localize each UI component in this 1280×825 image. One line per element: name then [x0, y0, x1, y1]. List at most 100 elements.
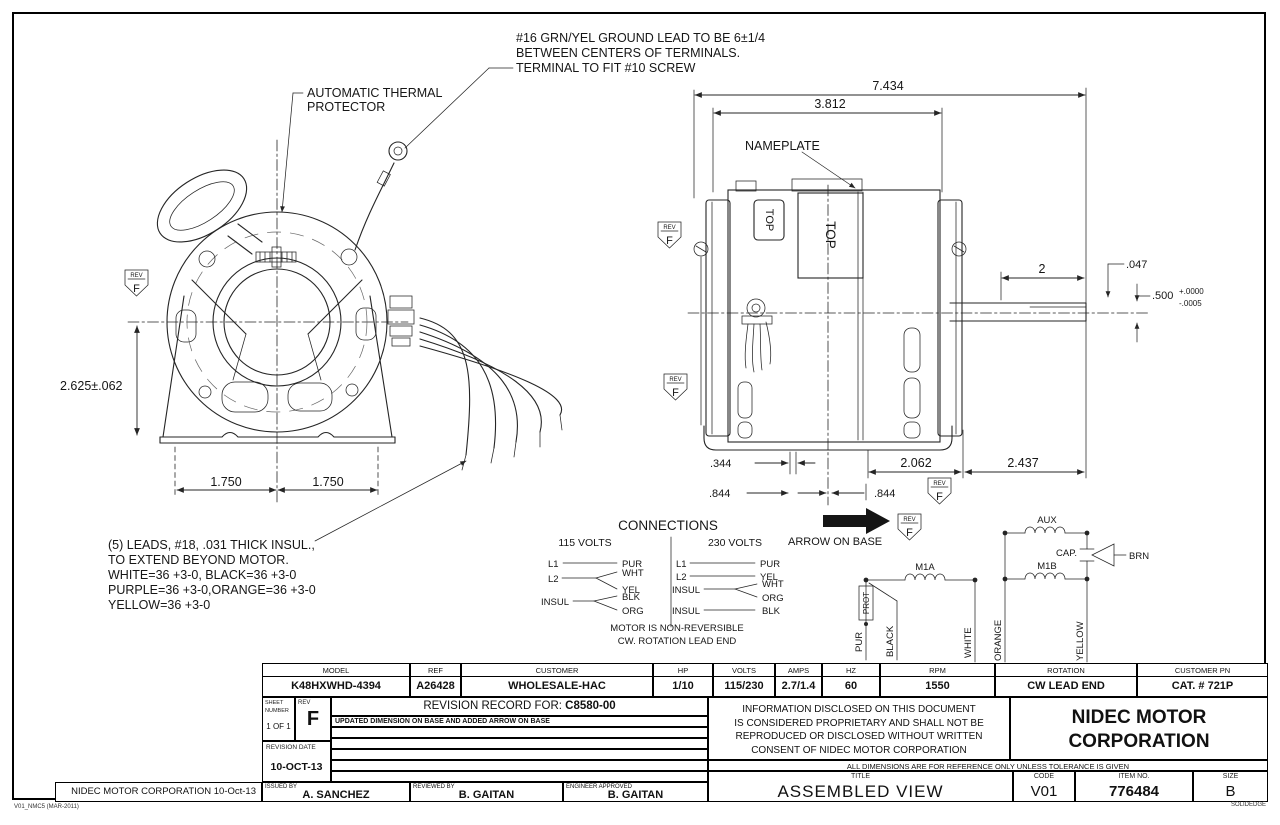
leads-note-line4: PURPLE=36 +3-0,ORANGE=36 +3-0 — [108, 583, 316, 597]
conn-230-insul1: INSUL — [672, 585, 700, 596]
motor-side-view: TOP TOP — [687, 178, 1151, 506]
revision-empty-row — [331, 749, 708, 760]
dim-hole-left: .844 — [709, 488, 730, 500]
company-name-line2: CORPORATION — [1068, 731, 1210, 752]
ground-note-line2: BETWEEN CENTERS OF TERMINALS. — [516, 46, 740, 60]
dim-base-offset: .344 — [710, 458, 731, 470]
conn-230-blk: BLK — [762, 606, 781, 617]
spec-value: CAT. # 721P — [1171, 680, 1234, 692]
schematic-lead-black: BLACK — [885, 625, 896, 657]
spec-label: HP — [654, 664, 712, 677]
side-lead-cluster — [741, 298, 773, 373]
revision-date-value: 10-OCT-13 — [270, 761, 323, 773]
conn-115-pur: PUR — [622, 559, 642, 570]
rev-flag-small-label: REV — [130, 273, 142, 279]
revision-empty-row — [331, 760, 708, 771]
reviewed-by-label: REVIEWED BY — [413, 784, 455, 790]
spec-label: ROTATION — [996, 664, 1136, 677]
rev-value: F — [306, 708, 320, 730]
dim-flat-depth: .047 — [1126, 259, 1147, 271]
rev-flag-letter: F — [666, 235, 673, 247]
issued-by-box: ISSUED BY A. SANCHEZ — [262, 782, 410, 802]
revision-record-header: REVISION RECORD FOR: C8580-00 — [331, 697, 708, 716]
proprietary-line: CONSENT OF NIDEC MOTOR CORPORATION — [751, 744, 967, 756]
footer-company-box: NIDEC MOTOR CORPORATION 10-Oct-13 — [55, 782, 262, 802]
conn-115-blk: BLK — [622, 592, 641, 603]
sheet-number-label: SHEET NUMBER — [265, 700, 289, 714]
conn-230-org: ORG — [762, 593, 784, 604]
dim-shell-length: 3.812 — [814, 97, 845, 111]
form-code-note: V01_NMC5 (MAR-2011) — [14, 804, 79, 810]
rev-flag-side-lower: REV F — [663, 373, 688, 401]
item-no-label: ITEM NO. — [1118, 773, 1150, 780]
spec-col-volts: VOLTS 115/230 — [713, 663, 775, 697]
spec-col-customer: CUSTOMER WHOLESALE-HAC — [461, 663, 653, 697]
drawing-title: ASSEMBLED VIEW — [777, 782, 944, 801]
dim-band-to-end: 2.437 — [1007, 456, 1038, 470]
schematic-lead-orange: ORANGE — [993, 620, 1004, 661]
revision-record-number: C8580-00 — [565, 700, 616, 712]
mounting-handle — [156, 169, 263, 255]
rev-flag-letter: F — [936, 491, 943, 503]
dim-shaft-tol-minus: -.0005 — [1179, 299, 1202, 308]
schematic-brn-label: BRN — [1129, 551, 1149, 562]
leads-note-line5: YELLOW=36 +3-0 — [108, 598, 210, 612]
spec-col-rpm: RPM 1550 — [880, 663, 995, 697]
leads-note-line2: TO EXTEND BEYOND MOTOR. — [108, 553, 289, 567]
conn-230-l2: L2 — [676, 572, 687, 583]
spec-value: A26428 — [416, 680, 455, 692]
spec-value: 1550 — [925, 680, 950, 692]
rev-flag-letter: F — [133, 283, 140, 295]
leads-note-line3: WHITE=36 +3-0, BLACK=36 +3-0 — [108, 568, 296, 582]
thermal-protector-detail — [255, 246, 297, 268]
dim-shaft-extension: 2 — [1039, 262, 1046, 276]
spec-col-hz: HZ 60 — [822, 663, 880, 697]
proprietary-notice: INFORMATION DISCLOSED ON THIS DOCUMENT I… — [708, 697, 1010, 760]
rev-label: REV — [298, 700, 311, 706]
dim-shaft-tol-plus: +.0000 — [1179, 287, 1204, 296]
connections-title: CONNECTIONS — [618, 518, 718, 533]
nameplate-callout: NAMEPLATE — [745, 139, 820, 153]
spec-col-ref: REF A26428 — [410, 663, 461, 697]
spec-value: 60 — [844, 680, 858, 692]
side-view-dimensions: 7.434 3.812 NAMEPLATE 2 .047 .500 +.0000… — [693, 79, 1204, 501]
callouts: #16 GRN/YEL GROUND LEAD TO BE 6±1/4 BETW… — [108, 31, 765, 612]
spec-label: VOLTS — [714, 664, 774, 677]
rev-box: REV F — [295, 697, 331, 741]
schematic-lead-white: WHITE — [963, 627, 974, 658]
rev-flag-front: REV F — [124, 269, 149, 297]
conn-115-l2: L2 — [548, 574, 559, 585]
schematic-cap-label: CAP. — [1056, 548, 1077, 559]
thermal-note-line2: PROTECTOR — [307, 100, 385, 114]
dim-overall-length: 7.434 — [872, 79, 903, 93]
rev-flag-small-label: REV — [903, 517, 915, 523]
spec-value: 2.7/1.4 — [781, 680, 816, 692]
spec-col-customer-pn: CUSTOMER PN CAT. # 721P — [1137, 663, 1268, 697]
spec-value: CW LEAD END — [1027, 680, 1105, 692]
spec-label: HZ — [823, 664, 879, 677]
conn-230-yel: YEL — [760, 572, 778, 583]
revision-empty-row — [331, 738, 708, 749]
conn-230-pur: PUR — [760, 559, 780, 570]
schematic-lead-yellow: YELLOW — [1075, 621, 1086, 661]
rev-flag-letter: F — [906, 527, 913, 539]
size-label: SIZE — [1222, 773, 1239, 780]
schematic-aux-label: AUX — [1037, 515, 1057, 526]
dim-foot-right: 1.750 — [312, 475, 343, 489]
spec-label: REF — [411, 664, 460, 677]
proprietary-line: INFORMATION DISCLOSED ON THIS DOCUMENT — [742, 704, 976, 715]
wiring-schematic: PROT M1A AUX M1B — [854, 515, 1149, 663]
code-box: CODE V01 — [1013, 771, 1075, 802]
nameplate-top-label: TOP — [823, 221, 838, 249]
rev-flag-side-upper: REV F — [657, 221, 682, 249]
conn-115-l1: L1 — [548, 559, 559, 570]
conn-115-insul: INSUL — [541, 597, 569, 608]
conn-230-wht: WHT — [762, 579, 784, 590]
title-label: TITLE — [850, 773, 871, 780]
spec-value: 1/10 — [672, 680, 694, 692]
revision-record-label: REVISION RECORD FOR: — [423, 700, 562, 712]
cad-system-note: SOLIDEDGE — [1190, 802, 1266, 808]
engineer-approved-box: ENGINEER APPROVED B. GAITAN — [563, 782, 708, 802]
